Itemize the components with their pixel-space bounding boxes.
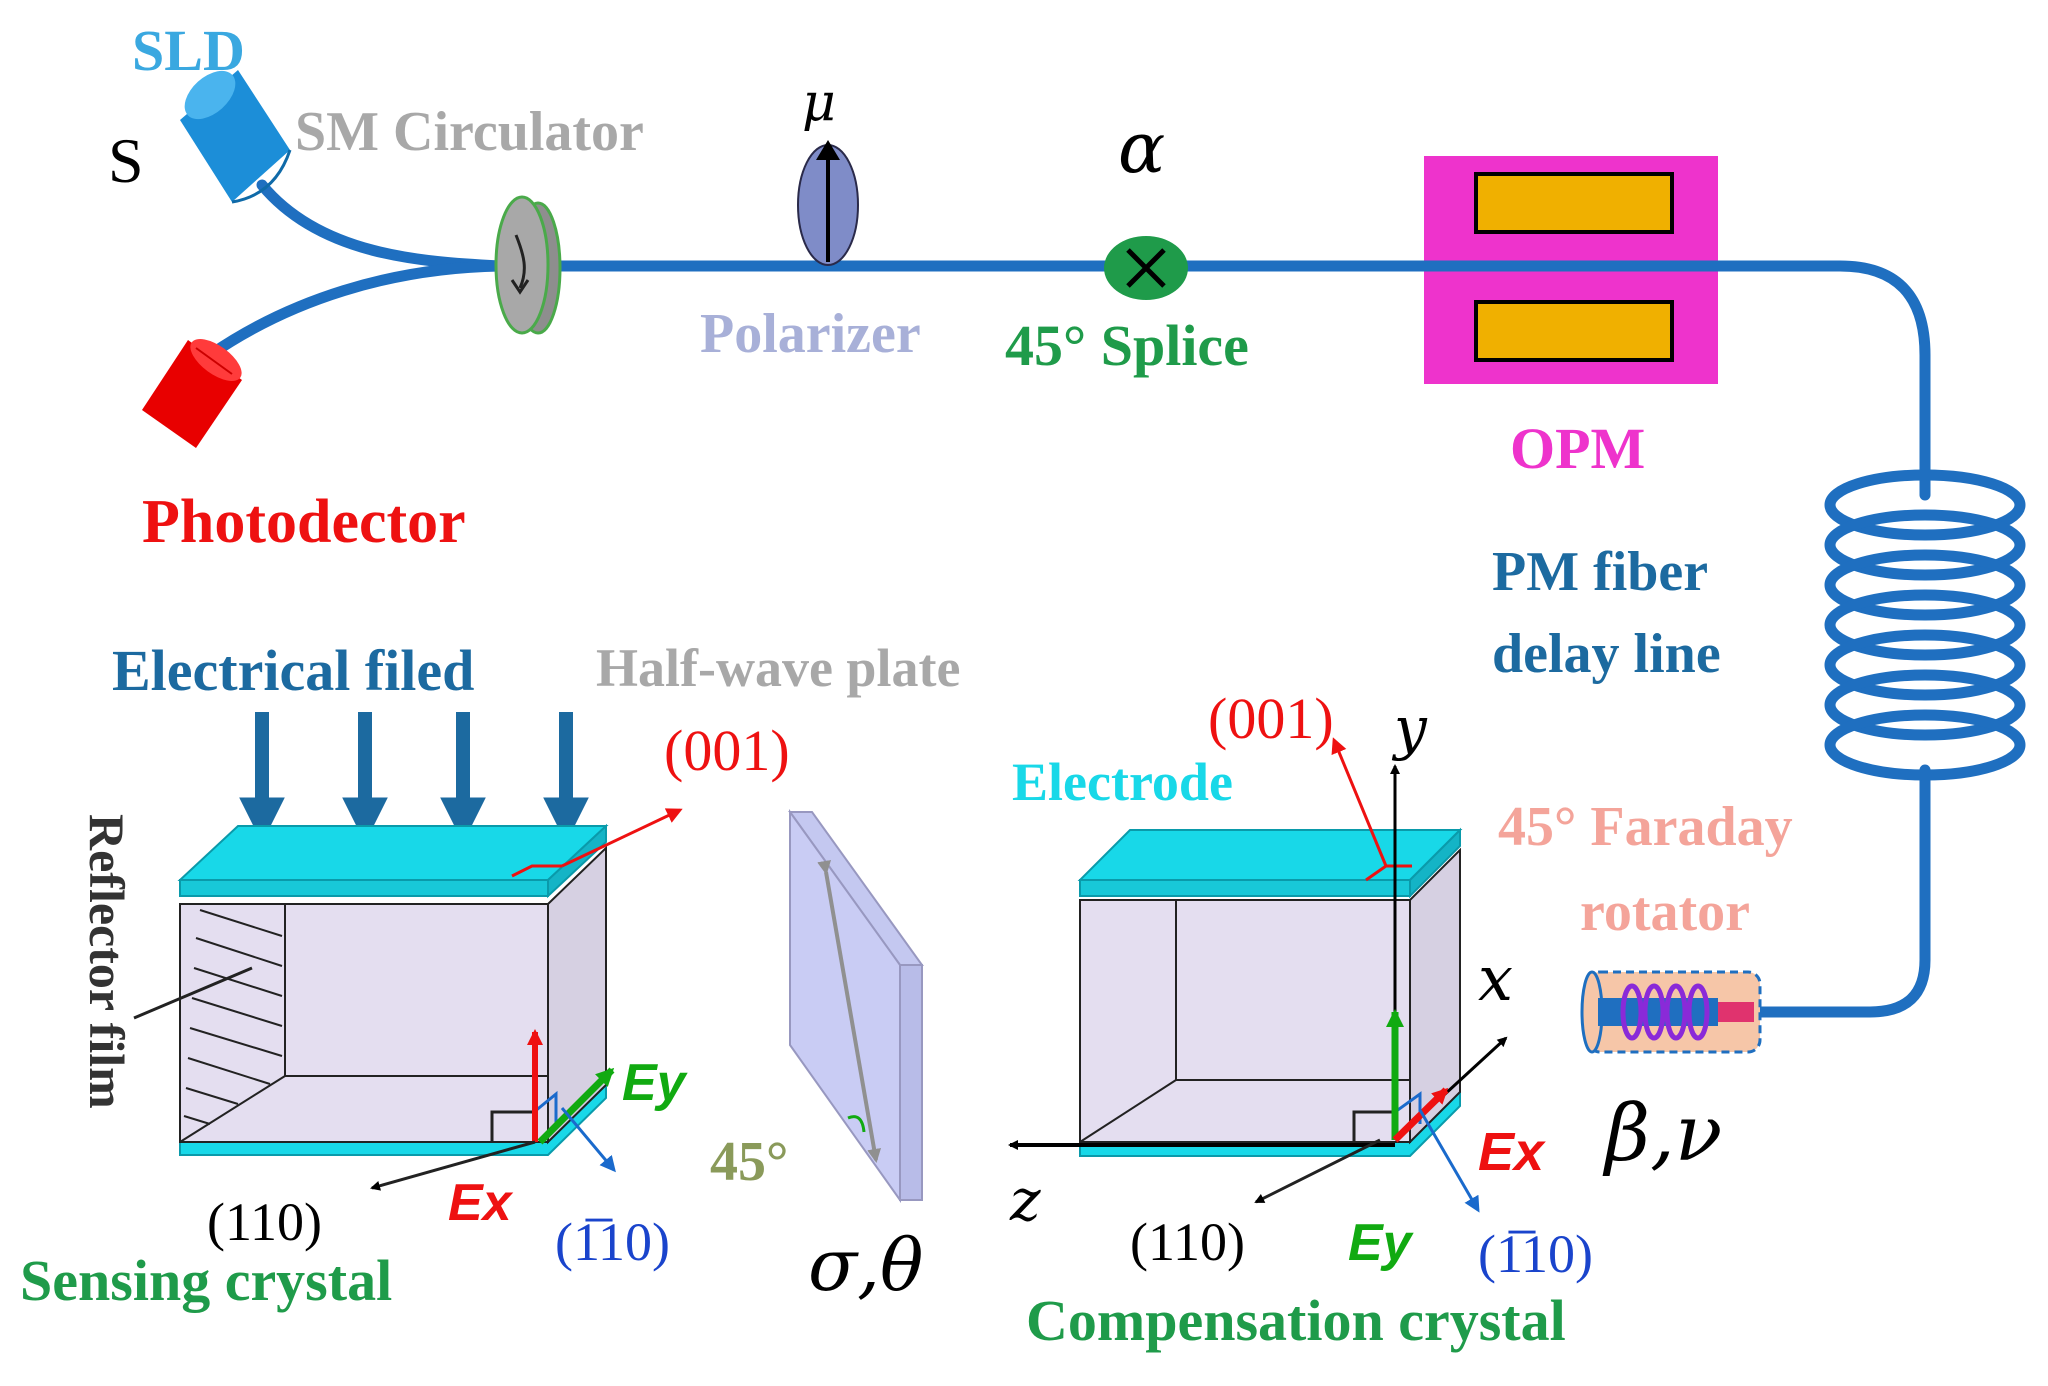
sensing-ey-label: Ey xyxy=(622,1054,689,1112)
half-wave-plate-icon xyxy=(788,808,924,1204)
compensation-crystal-icon xyxy=(1008,737,1508,1213)
comp-y-label: y xyxy=(1391,694,1428,762)
comp-z-label: z xyxy=(1009,1166,1041,1234)
electrical-field-label: Electrical filed xyxy=(112,638,474,703)
sensing-001-label: (001) xyxy=(664,718,790,783)
sigma-theta-label: σ,θ xyxy=(808,1223,923,1307)
reflector-film-label: Reflector film xyxy=(79,814,135,1109)
faraday-label-2: rotator xyxy=(1580,881,1750,943)
circulator-label: SM Circulator xyxy=(295,101,644,163)
sensing-110-label: (110) xyxy=(207,1192,322,1252)
compensation-crystal-label: Compensation crystal xyxy=(1026,1288,1566,1353)
comp-001-label: (001) xyxy=(1208,686,1334,751)
comp-ex-label: Ex xyxy=(1478,1122,1546,1182)
pm-fiber-label-1: PM fiber xyxy=(1492,541,1708,603)
fiber-coil-icon xyxy=(1824,469,2026,781)
hwp-angle-label: 45° xyxy=(710,1131,788,1193)
pm-fiber-label-2: delay line xyxy=(1492,623,1721,685)
splice-cross-icon xyxy=(1104,236,1188,300)
alpha-label: α xyxy=(1118,107,1165,189)
splice-label: 45° Splice xyxy=(1005,313,1249,378)
photodetector-label: Photodector xyxy=(142,488,466,556)
comp-x-label: x xyxy=(1478,942,1513,1015)
sensing-crystal-label: Sensing crystal xyxy=(20,1248,392,1313)
beta-nu-label: β,ν xyxy=(1602,1089,1722,1179)
opm-modulator-icon xyxy=(1424,156,1718,384)
comp-ey-label: Ey xyxy=(1348,1214,1415,1272)
sld-label: SLD xyxy=(132,18,245,83)
sld-source-icon xyxy=(180,70,292,204)
sensing-crystal-icon xyxy=(133,808,683,1191)
circulator-icon xyxy=(494,195,562,335)
source-s-label: S xyxy=(108,125,144,196)
polarizer-icon xyxy=(797,140,859,266)
half-wave-plate-label: Half-wave plate xyxy=(596,638,960,698)
faraday-rotator-icon xyxy=(1580,970,1762,1054)
photodetector-icon xyxy=(142,339,242,448)
sensing-bar110-label: (1̅10) xyxy=(555,1212,670,1272)
electric-field-arrows xyxy=(239,712,589,844)
electrode-label: Electrode xyxy=(1012,752,1233,812)
polarizer-label: Polarizer xyxy=(700,303,921,365)
faraday-label-1: 45° Faraday xyxy=(1498,796,1793,858)
comp-bar110-label: (1̅10) xyxy=(1478,1224,1593,1284)
comp-110-label: (110) xyxy=(1130,1212,1245,1272)
opm-label: OPM xyxy=(1510,416,1645,481)
mu-label: μ xyxy=(802,73,836,133)
fiber-path xyxy=(204,179,1931,1018)
sensing-ex-label: Ex xyxy=(448,1174,514,1232)
